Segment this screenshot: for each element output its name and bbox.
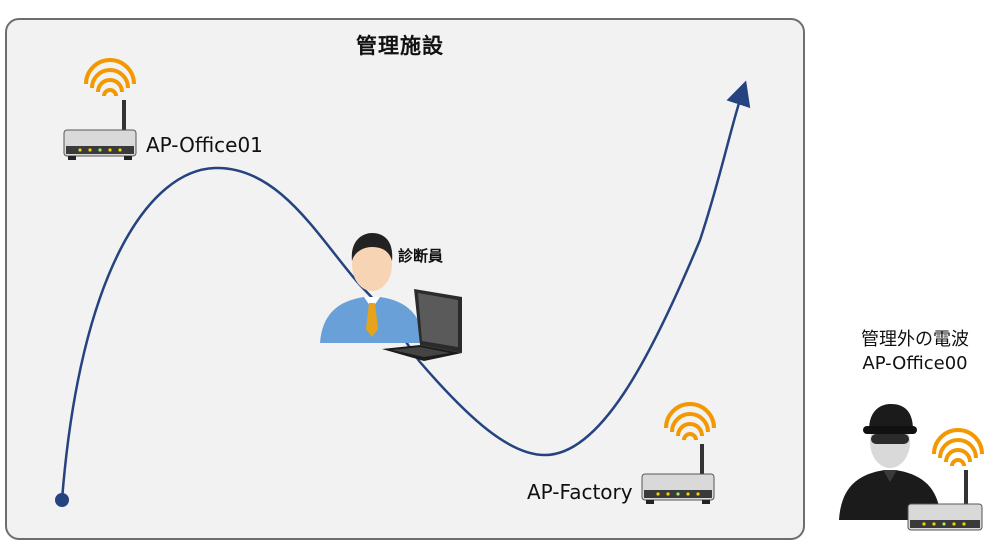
diagnostician-label: 診断員	[398, 247, 444, 265]
hacker-icon	[839, 404, 941, 520]
route-start-point	[55, 493, 69, 507]
wifi-signal-icon	[932, 428, 984, 467]
outside-caption: 管理外の電波	[861, 329, 969, 350]
router-icon	[63, 58, 137, 160]
wifi-signal-icon	[84, 58, 136, 97]
router-icon	[641, 402, 716, 504]
route-line	[60, 80, 751, 501]
outside-ap-name: AP-Office00	[862, 353, 968, 374]
router-icon	[907, 428, 984, 531]
ap-label-factory: AP-Factory	[527, 480, 633, 504]
facility-title: 管理施設	[356, 34, 444, 58]
wifi-signal-icon	[664, 402, 716, 441]
managed-facility-area	[5, 18, 805, 540]
diagnostician-icon	[320, 233, 462, 361]
ap-label-office01: AP-Office01	[146, 133, 263, 157]
outside-signal-label: 管理外の電波 AP-Office00	[835, 328, 995, 376]
